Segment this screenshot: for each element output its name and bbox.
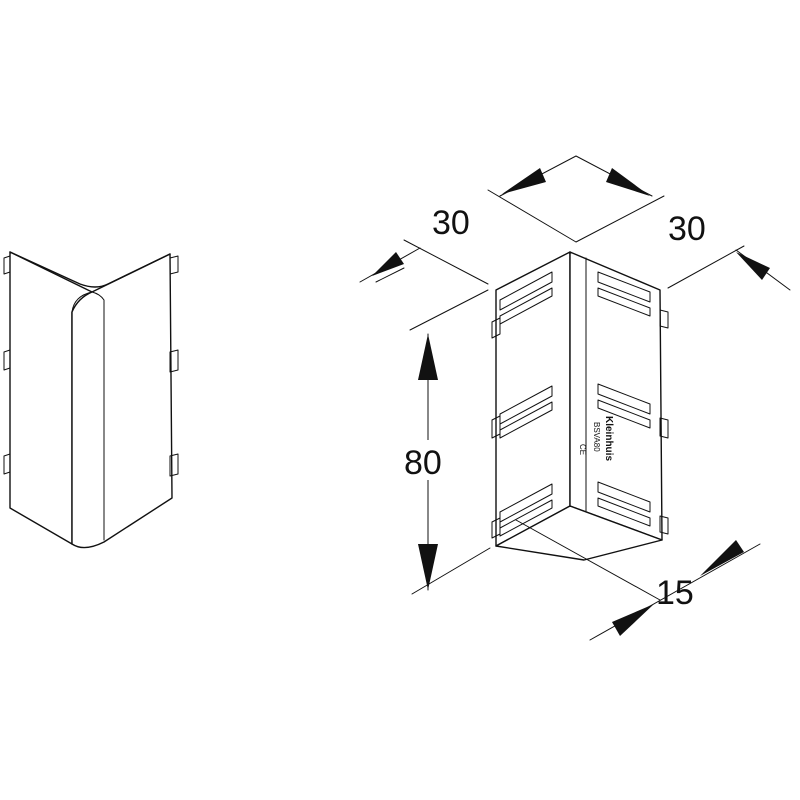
arrow-right xyxy=(736,252,770,280)
left-clips xyxy=(3,255,11,475)
fold-edge xyxy=(71,291,105,541)
corner-cover-plain-view xyxy=(3,251,179,549)
dimension-width-right: 30 xyxy=(667,210,791,291)
right-flange-face xyxy=(71,253,173,549)
ext-line-height-bottom xyxy=(411,547,491,595)
dim-line-top xyxy=(499,155,653,197)
dimension-depth: 15 xyxy=(515,519,761,641)
ext-line-right xyxy=(667,245,745,289)
brand-text: Kleinhuis xyxy=(603,416,614,461)
ext-line-depth-a xyxy=(515,519,661,601)
arrow-left-a xyxy=(372,252,404,276)
left-flange-slots xyxy=(491,271,553,539)
dim-fold xyxy=(569,251,587,513)
dim-bottom-flange xyxy=(495,505,663,561)
arrow-height-top xyxy=(418,334,438,380)
ext-lines-top xyxy=(487,189,665,243)
top-edge xyxy=(9,251,171,288)
arrow-top-right xyxy=(606,168,650,196)
product-marking: Kleinhuis BSVA80 CE xyxy=(578,416,614,461)
corner-cover-dimensioned-view: Kleinhuis BSVA80 CE 30 30 xyxy=(359,155,791,641)
dimension-top-span xyxy=(487,155,665,243)
arrow-height-bottom xyxy=(418,544,438,590)
arrow-depth-b xyxy=(700,540,744,576)
dim-label-width-right: 30 xyxy=(668,210,706,248)
ce-mark-text: CE xyxy=(578,444,587,455)
dim-label-width-left: 30 xyxy=(432,204,470,242)
ext-line-height-top xyxy=(409,289,489,331)
dimension-width-left: 30 xyxy=(359,204,489,285)
right-flange-slots xyxy=(597,271,669,535)
arrow-top-left xyxy=(502,168,546,194)
dim-label-depth: 15 xyxy=(656,574,694,612)
model-text: BSVA80 xyxy=(592,422,601,452)
ext-line-left-a xyxy=(403,239,489,285)
right-clips xyxy=(169,255,179,477)
dim-label-height: 80 xyxy=(404,444,442,482)
dimension-height: 80 xyxy=(400,289,491,595)
arrow-depth-a xyxy=(612,604,654,636)
